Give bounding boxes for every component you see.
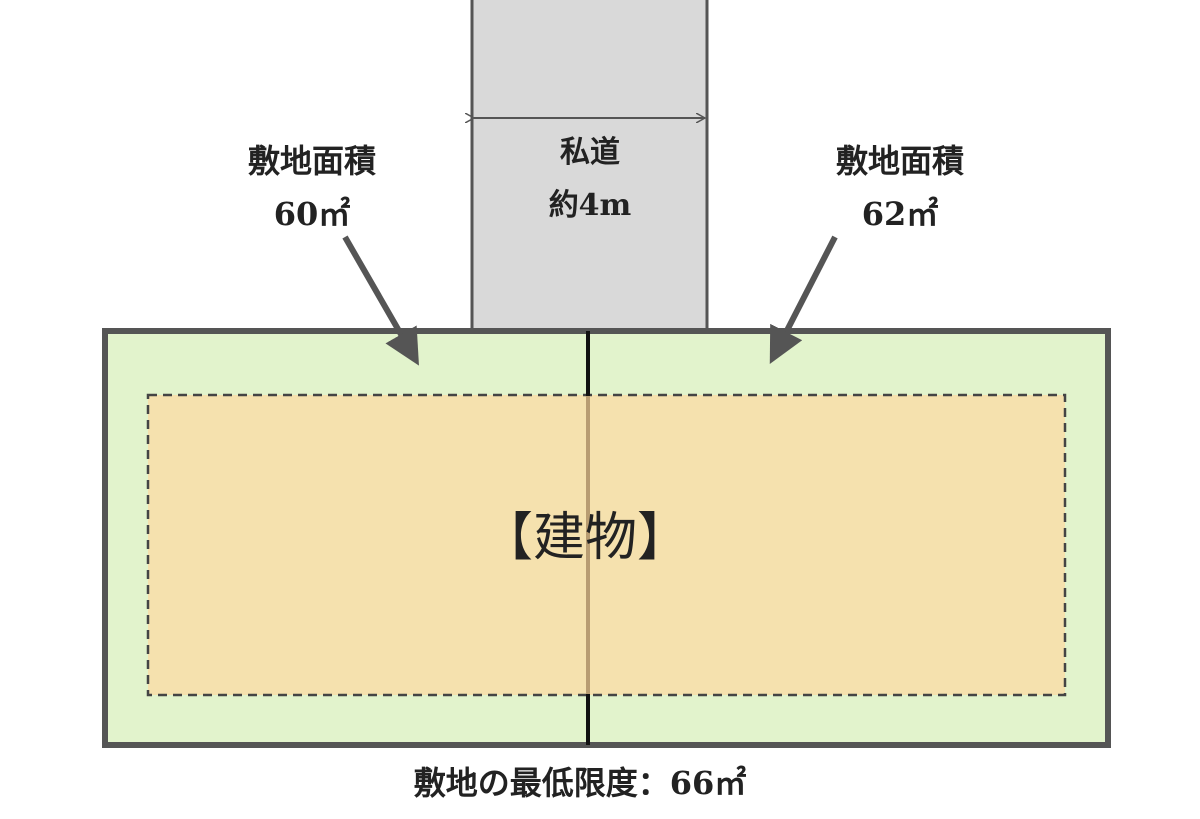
right-lot-label: 敷地面積	[836, 142, 964, 180]
right-lot-arrow	[769, 235, 838, 365]
private-road	[470, 0, 709, 333]
minimum-lot-size: 敷地の最低限度：66㎡	[414, 764, 747, 802]
building-label: 【建物】	[481, 508, 689, 568]
road-width: 約4m	[549, 188, 632, 223]
left-lot-area: 60㎡	[274, 195, 351, 233]
left-lot-label: 敷地面積	[248, 142, 376, 180]
road-name: 私道	[560, 135, 620, 170]
left-lot-arrow	[342, 235, 419, 366]
building-footprint	[146, 393, 1067, 697]
right-lot-area: 62㎡	[862, 195, 939, 233]
